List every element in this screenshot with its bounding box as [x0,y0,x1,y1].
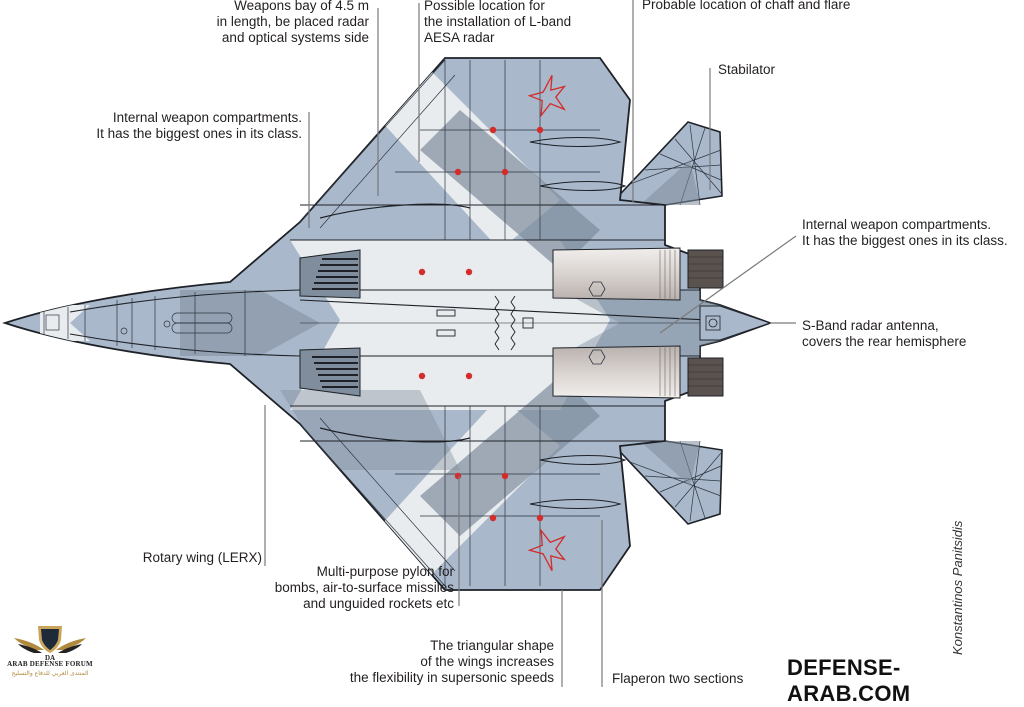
annotation-chaff-flare: Probable location of chaff and flare [642,0,850,13]
annotation-line: S-Band radar antenna, [802,318,939,333]
engines [552,247,724,399]
shield-wings-icon: DA [14,626,86,660]
annotation-line: Rotary wing (LERX) [142,550,262,565]
annotation-s-band-radar: S-Band radar antenna, covers the rear he… [802,318,966,350]
annotation-weapon-compartments-left: Internal weapon compartments. It has the… [96,110,302,142]
forum-logo: DA ARAB DEFENSE FORUM المنتدى العربي للد… [6,620,94,684]
star-marking-lower [527,528,567,572]
tail-cone [699,305,772,341]
annotation-line: and unguided rockets etc [303,596,454,611]
lower-stabilator [608,440,723,525]
annotation-weapons-bay: Weapons bay of 4.5 m in length, be place… [217,0,369,46]
annotation-triangular-wings: The triangular shape of the wings increa… [350,638,554,686]
annotation-line: in length, be placed radar [216,14,369,29]
annotation-line: Stabilator [718,62,776,77]
star-marking-upper [527,74,567,118]
intakes [299,249,361,397]
annotation-line: the installation of L-band [424,14,572,29]
annotation-line: AESA radar [424,30,495,45]
annotation-l-band-radar: Possible location for the installation o… [424,0,571,46]
annotation-line: Probable location of chaff and flare [642,0,851,12]
annotation-line: of the wings increases [420,654,554,669]
annotation-multi-purpose-pylon: Multi-purpose pylon for bombs, air-to-su… [275,564,454,612]
annotation-line: covers the rear hemisphere [802,334,967,349]
artist-credit: Konstantinos Panitsidis [950,520,965,655]
annotation-line: It has the biggest ones in its class. [802,233,1008,248]
annotation-flaperon: Flaperon two sections [612,671,743,687]
airframe [2,57,773,591]
annotation-rotary-wing: Rotary wing (LERX) [143,550,262,566]
annotation-stabilator: Stabilator [718,62,775,78]
annotation-line: and optical systems side [221,30,369,45]
annotation-line: Flaperon two sections [612,671,744,686]
leader-lines [264,0,797,687]
logo-arabic: المنتدى العربي للدفاع والتسليح [11,670,89,677]
annotation-weapon-compartments-right: Internal weapon compartments. It has the… [802,217,1008,249]
annotation-line: It has the biggest ones in its class. [96,126,302,141]
red-markers [418,126,544,522]
annotation-line: Multi-purpose pylon for [316,564,454,579]
annotation-line: Weapons bay of 4.5 m [234,0,369,13]
aircraft-illustration [2,0,797,687]
annotation-line: bombs, air-to-surface missiles [274,580,454,595]
site-watermark: DEFENSE-ARAB.COM [787,655,911,706]
annotation-line: Possible location for [424,0,545,13]
annotation-line: Internal weapon compartments. [802,217,992,232]
annotation-line: the flexibility in supersonic speeds [349,670,554,685]
annotation-line: The triangular shape [430,638,554,653]
logo-name: ARAB DEFENSE FORUM [7,660,93,668]
annotation-line: Internal weapon compartments. [112,110,302,125]
logo-monogram: DA [45,654,55,660]
